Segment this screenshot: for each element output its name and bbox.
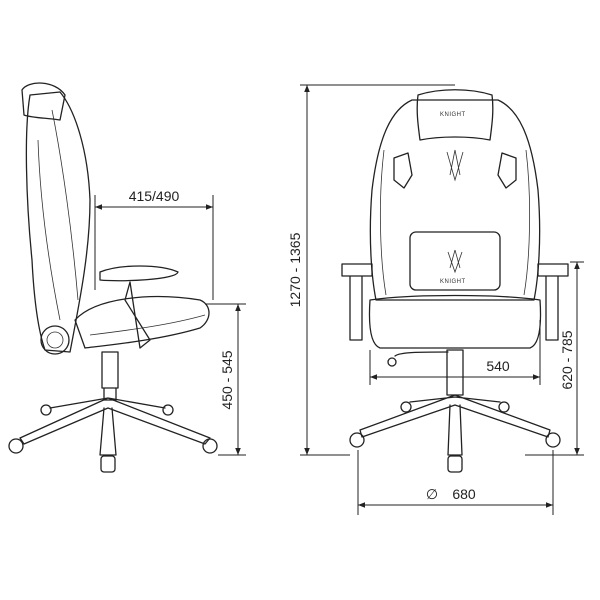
left-armrest [341, 263, 373, 341]
front-base [359, 394, 551, 456]
side-headrest [21, 82, 66, 121]
lumbar-pillow [409, 231, 501, 291]
seat-width-label: 540 [486, 358, 510, 374]
total-height-label: 1270 - 1365 [287, 232, 303, 307]
seat-height-label: 450 - 545 [219, 350, 235, 409]
dimension-total-height: 1270 - 1365 [287, 84, 455, 456]
side-base [19, 397, 211, 456]
right-armrest [537, 263, 569, 341]
front-headrest [416, 89, 494, 141]
armrest-height-label: 620 - 785 [559, 330, 575, 389]
chair-front-view: KNIGHT KNIGHT [341, 89, 569, 473]
dimension-armrest-height: 620 - 785 [525, 261, 584, 456]
front-seat [368, 294, 542, 349]
side-gas-lift [101, 351, 119, 401]
headrest-logo: KNIGHT [440, 112, 466, 118]
diameter-symbol: ∅ [426, 486, 438, 502]
chair-side-view [8, 82, 218, 473]
side-seat [74, 296, 210, 349]
side-armrest [99, 265, 179, 282]
seat-depth-label: 415/490 [129, 188, 180, 204]
dimension-seat-width: 540 [369, 320, 541, 385]
dimension-seat-height: 450 - 545 [205, 303, 246, 456]
pillow-logo: KNIGHT [440, 279, 466, 285]
dimension-seat-depth: 415/490 [94, 188, 214, 300]
front-backrest [369, 99, 541, 301]
side-backrest [25, 91, 91, 353]
front-gas-lift [446, 349, 464, 396]
base-diameter-label: 680 [452, 486, 476, 502]
dimension-base-diameter: ∅ 680 [357, 450, 554, 515]
